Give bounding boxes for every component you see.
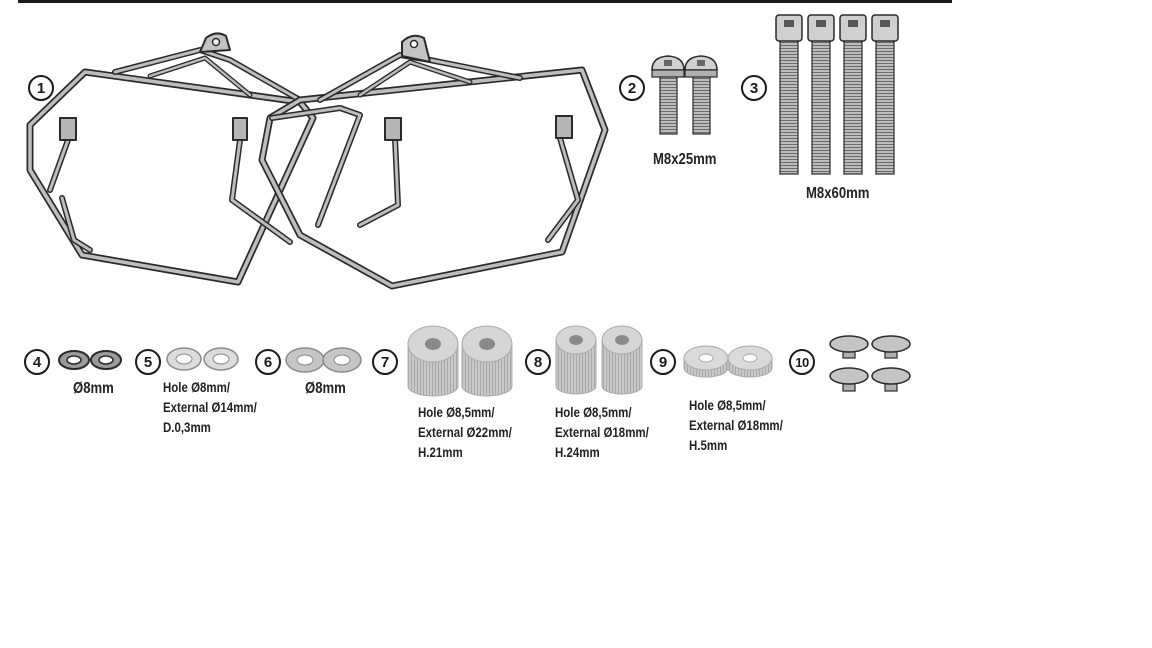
label-part-7-line-3: H.21mm: [418, 444, 463, 460]
part-number-9: 9: [650, 349, 676, 375]
label-part-7: Hole Ø8,5mm/ External Ø22mm/ H.21mm: [418, 402, 512, 462]
part-number-7: 7: [372, 349, 398, 375]
part-number-4: 4: [24, 349, 50, 375]
part-number-6: 6: [255, 349, 281, 375]
spacer-5mm: [683, 345, 729, 378]
label-part-7-line-1: Hole Ø8,5mm/: [418, 404, 495, 420]
screw-m8x60: [775, 14, 803, 175]
label-part-8-line-1: Hole Ø8,5mm/: [555, 404, 632, 420]
label-part-6: Ø8mm: [305, 380, 346, 397]
screw-m8x60: [871, 14, 899, 175]
spring-washer: [58, 350, 90, 370]
label-part-3: M8x60mm: [806, 185, 870, 202]
part-number-10: 10: [789, 349, 815, 375]
label-part-5-line-1: Hole Ø8mm/: [163, 379, 230, 395]
pannier-frame-right: [258, 34, 609, 290]
screw-m8x60: [839, 14, 867, 175]
flat-washer: [322, 347, 362, 373]
plug-fastener: [871, 367, 911, 392]
spacer-22mm: [407, 325, 459, 397]
plug-fastener: [871, 335, 911, 359]
thin-washer: [203, 347, 239, 371]
top-rule: [18, 0, 952, 3]
label-part-2: M8x25mm: [653, 151, 717, 168]
spacer-22mm: [461, 325, 513, 397]
spring-washer: [90, 350, 122, 370]
screw-m8x25: [651, 55, 685, 135]
part-number-1: 1: [28, 75, 54, 101]
label-part-8: Hole Ø8,5mm/ External Ø18mm/ H.24mm: [555, 402, 649, 462]
thin-washer: [166, 347, 202, 371]
plug-fastener: [829, 367, 869, 392]
part-number-3: 3: [741, 75, 767, 101]
spacer-5mm: [727, 345, 773, 378]
label-part-9-line-2: External Ø18mm/: [689, 417, 783, 433]
flat-washer: [285, 347, 325, 373]
label-part-9-line-3: H.5mm: [689, 437, 728, 453]
screw-m8x25: [684, 55, 718, 135]
label-part-8-line-2: External Ø18mm/: [555, 424, 649, 440]
part-number-5: 5: [135, 349, 161, 375]
part-number-2: 2: [619, 75, 645, 101]
spacer-18mm: [601, 325, 643, 395]
label-part-5-line-3: D.0,3mm: [163, 419, 211, 435]
label-part-8-line-3: H.24mm: [555, 444, 600, 460]
label-part-9: Hole Ø8,5mm/ External Ø18mm/ H.5mm: [689, 395, 783, 455]
spacer-18mm: [555, 325, 597, 395]
label-part-5: Hole Ø8mm/ External Ø14mm/ D.0,3mm: [163, 377, 257, 437]
screw-m8x60: [807, 14, 835, 175]
label-part-9-line-1: Hole Ø8,5mm/: [689, 397, 766, 413]
plug-fastener: [829, 335, 869, 359]
label-part-4: Ø8mm: [73, 380, 114, 397]
part-number-8: 8: [525, 349, 551, 375]
label-part-7-line-2: External Ø22mm/: [418, 424, 512, 440]
pannier-frame-left: [26, 32, 317, 286]
label-part-5-line-2: External Ø14mm/: [163, 399, 257, 415]
